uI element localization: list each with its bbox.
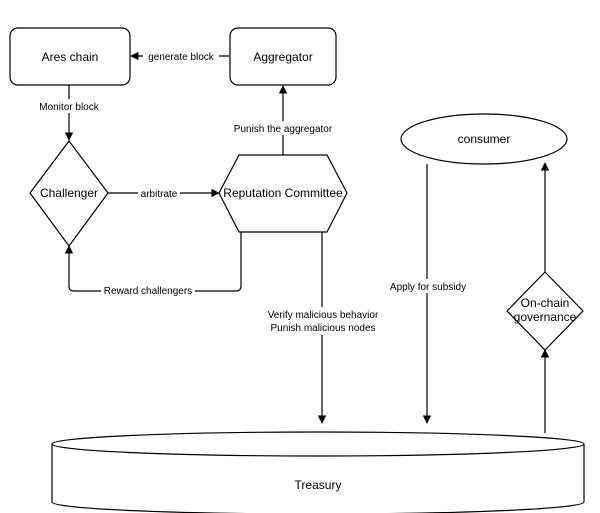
edge-label-verify-malicious-line2: Punish malicious nodes [270, 323, 375, 334]
node-label-consumer: consumer [458, 132, 511, 146]
node-label-ares-chain: Ares chain [42, 50, 99, 64]
edge-label-verify-malicious-line1: Verify malicious behavior [268, 310, 379, 321]
node-onchain-governance [506, 271, 584, 351]
edge-label-monitor-block: Monitor block [39, 102, 99, 113]
edge-label-arbitrate: arbitrate [141, 189, 178, 200]
edge-reward-challengers [64, 232, 242, 292]
node-aggregator [229, 27, 337, 86]
node-treasury [51, 431, 585, 513]
node-reputation-committee [218, 154, 348, 233]
node-label-treasury: Treasury [295, 478, 342, 492]
node-consumer [400, 113, 568, 165]
edge-label-punish-aggregator: Punish the aggregator [234, 124, 333, 135]
edge-label-reward-challengers: Reward challengers [104, 286, 192, 297]
node-label-challenger: Challenger [40, 186, 98, 200]
node-label-aggregator: Aggregator [253, 50, 312, 64]
edge-label-generate-block: generate block [148, 52, 215, 63]
node-label-onchain-governance-line1: On-chain [521, 296, 570, 310]
node-ares-chain [9, 27, 131, 86]
edge-label-apply-subsidy: Apply for subsidy [390, 282, 466, 293]
node-label-reputation-committee: Reputation Committee [223, 186, 343, 200]
node-label-onchain-governance-line2: governance [514, 310, 577, 324]
node-challenger [29, 140, 109, 248]
